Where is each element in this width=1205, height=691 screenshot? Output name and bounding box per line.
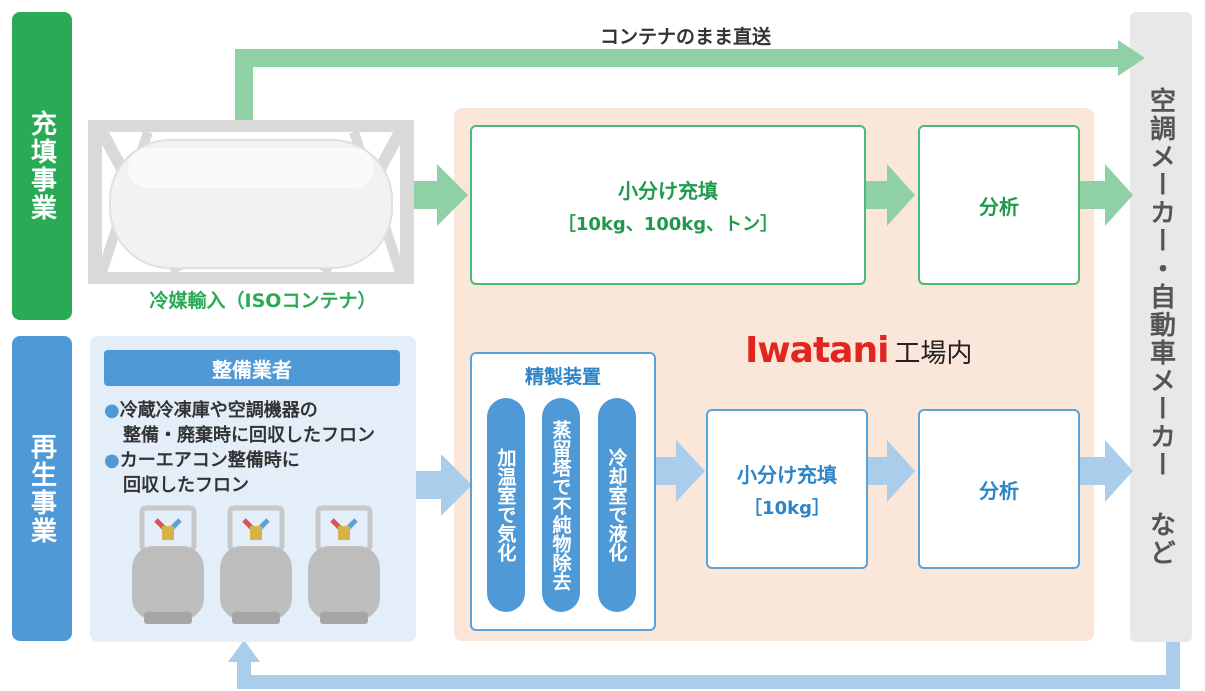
analysis-label-upper: 分析 — [979, 194, 1019, 219]
return-loop-arrow — [237, 642, 1180, 689]
small-filling-sizes-lower: ［10kg］ — [744, 497, 830, 519]
small-filling-box-lower: 小分け充填 ［10kg］ — [706, 409, 868, 569]
cylinder-icon — [308, 505, 380, 624]
bullet2-line1: カーエアコン整備時に — [119, 450, 300, 471]
factory-title: Iwatani 工場内 — [745, 330, 972, 371]
small-filling-box-upper: 小分け充填 ［10kg、100kg、トン］ — [470, 125, 866, 285]
iwatani-logo: Iwatani — [745, 330, 889, 371]
refining-step1-label: 加温室で気化 — [494, 448, 517, 562]
bullet1-line2: 整備・廃棄時に回収したフロン — [123, 425, 375, 446]
refrigerant-import-label: 冷媒輸入（ISOコンテナ） — [149, 290, 377, 312]
bullet2-line2: 回収したフロン — [123, 475, 249, 496]
service-provider-header: 整備業者 — [104, 350, 400, 386]
filling-business-label: 充填事業 — [12, 12, 72, 320]
return-loop-arrowhead — [228, 640, 260, 662]
refining-step-heating: 加温室で気化 — [487, 398, 525, 612]
arrow-container-to-filling — [412, 164, 468, 226]
direct-route-arrowhead — [1118, 40, 1145, 76]
direct-shipping-label: コンテナのまま直送 — [600, 26, 772, 48]
refining-step2-label: 蒸留塔で不純物除去 — [549, 419, 572, 591]
arrow-refining-to-filling — [654, 440, 705, 502]
arrow-analysis-to-customers-lower — [1080, 440, 1133, 502]
bullet-dot-icon: ● — [104, 450, 120, 471]
small-filling-title-lower: 小分け充填 — [737, 462, 837, 487]
analysis-box-upper: 分析 — [918, 125, 1080, 285]
refining-title: 精製装置 — [524, 366, 601, 388]
customers-column: 空調メーカー・自動車メーカー など — [1130, 12, 1192, 642]
analysis-label-lower: 分析 — [979, 478, 1019, 503]
gas-cylinders-image — [132, 505, 380, 624]
cylinder-icon — [132, 505, 204, 624]
refining-step-cooling: 冷却室で液化 — [598, 398, 636, 612]
refining-step-distillation: 蒸留塔で不純物除去 — [542, 398, 580, 612]
bullet-dot-icon: ● — [104, 400, 120, 421]
service-provider-bullets: ●冷蔵冷凍庫や空調機器の 整備・廃棄時に回収したフロン ●カーエアコン整備時に … — [104, 398, 410, 498]
arrow-filling-to-analysis — [866, 164, 915, 226]
analysis-box-lower: 分析 — [918, 409, 1080, 569]
bullet1-line1: 冷蔵冷凍庫や空調機器の — [119, 400, 318, 421]
customers-label: 空調メーカー・自動車メーカー など — [1145, 87, 1176, 567]
arrow-provider-to-refining — [416, 454, 472, 516]
recycling-business-label: 再生事業 — [12, 336, 72, 641]
bullet1: ●冷蔵冷凍庫や空調機器の — [104, 398, 410, 423]
small-filling-title-upper: 小分け充填 — [618, 178, 718, 203]
cylinder-icon — [220, 505, 292, 624]
iso-container-image — [88, 120, 414, 284]
factory-label: 工場内 — [894, 339, 973, 369]
arrow-analysis-to-customers — [1080, 164, 1133, 226]
bullet2: ●カーエアコン整備時に — [104, 448, 410, 473]
small-filling-sizes-upper: ［10kg、100kg、トン］ — [557, 213, 779, 235]
refining-step3-label: 冷却室で液化 — [605, 448, 628, 562]
arrow-filling-to-analysis-lower — [866, 440, 915, 502]
direct-route-arrow — [235, 49, 1118, 126]
